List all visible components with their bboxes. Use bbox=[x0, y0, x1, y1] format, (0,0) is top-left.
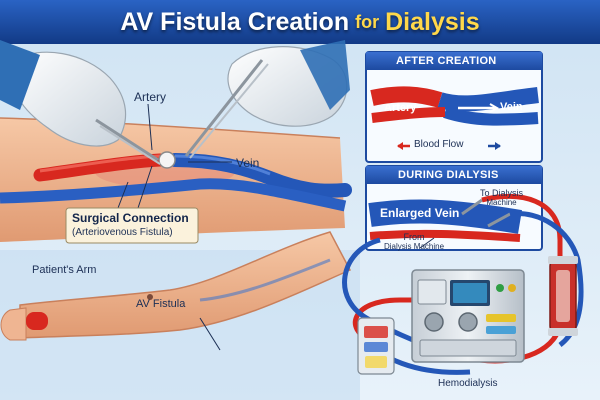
patient-hand bbox=[0, 307, 27, 341]
during-dialysis-panel bbox=[365, 165, 543, 251]
connection-subtitle: (Arteriovenous Fistula) bbox=[72, 227, 173, 238]
patient-forearm bbox=[19, 231, 352, 339]
machine-status-light bbox=[496, 284, 504, 292]
fistula-vein-bulge bbox=[199, 258, 331, 302]
needle-arterial bbox=[461, 198, 483, 216]
needle-venous bbox=[487, 212, 511, 228]
title-part3: Dialysis bbox=[385, 7, 480, 36]
after-artery-vessel bbox=[370, 86, 443, 108]
page-title: AV Fistula Creation for Dialysis bbox=[0, 0, 600, 44]
artery-label: Artery bbox=[134, 90, 167, 104]
after-creation-header-bar bbox=[366, 52, 542, 70]
patients-arm-label: Patient's Arm bbox=[32, 264, 97, 276]
wristband bbox=[26, 312, 48, 330]
title-banner bbox=[0, 0, 600, 44]
artery-pointer bbox=[147, 103, 153, 151]
surgery-scene bbox=[0, 40, 352, 244]
blood-flow-label: Blood Flow bbox=[414, 139, 464, 150]
after-vein-vessel bbox=[437, 87, 539, 112]
title-part2: for bbox=[355, 11, 380, 32]
blood-pump bbox=[424, 312, 444, 332]
patient-arm-scene bbox=[0, 231, 352, 351]
after-artery-label: Artery bbox=[384, 102, 417, 114]
after-creation-header: AFTER CREATION bbox=[396, 55, 497, 67]
connection-pointer bbox=[117, 181, 129, 209]
connection-callout bbox=[65, 207, 199, 244]
av-fistula-label: AV Fistula bbox=[136, 298, 186, 310]
during-dialysis-header-bar bbox=[366, 166, 542, 184]
from-machine-label: From Dialysis Machine bbox=[384, 232, 444, 251]
connection-title: Surgical Connection bbox=[72, 211, 189, 225]
after-creation-panel bbox=[365, 51, 543, 163]
surgeon-right-sleeve bbox=[300, 40, 350, 110]
fistula-pointer bbox=[199, 317, 221, 351]
to-machine-line1: To Dialysis bbox=[480, 188, 524, 198]
to-machine-line2: Machine bbox=[486, 198, 517, 207]
after-vein-label: Vein bbox=[500, 101, 523, 113]
artery-vessel bbox=[33, 153, 167, 182]
dialysis-setup bbox=[342, 193, 584, 375]
anastomosis-site bbox=[158, 151, 176, 169]
fistula-site-marker bbox=[147, 294, 153, 300]
right-forceps bbox=[184, 59, 264, 157]
enlarged-vein-label: Enlarged Vein bbox=[380, 206, 460, 220]
vein-label: Vein bbox=[236, 156, 260, 170]
during-dialysis-header: DURING DIALYSIS bbox=[398, 169, 499, 181]
title-part1: AV Fistula Creation bbox=[120, 7, 350, 36]
hemodialysis-label: Hemodialysis bbox=[438, 378, 498, 389]
surgeon-left-sleeve bbox=[0, 40, 40, 110]
from-machine-line1: From bbox=[403, 232, 425, 242]
to-machine-label: To Dialysis Machine bbox=[480, 188, 523, 207]
left-forceps bbox=[95, 118, 159, 162]
from-machine-line2: Dialysis Machine bbox=[384, 242, 445, 251]
deep-vein bbox=[0, 178, 347, 212]
